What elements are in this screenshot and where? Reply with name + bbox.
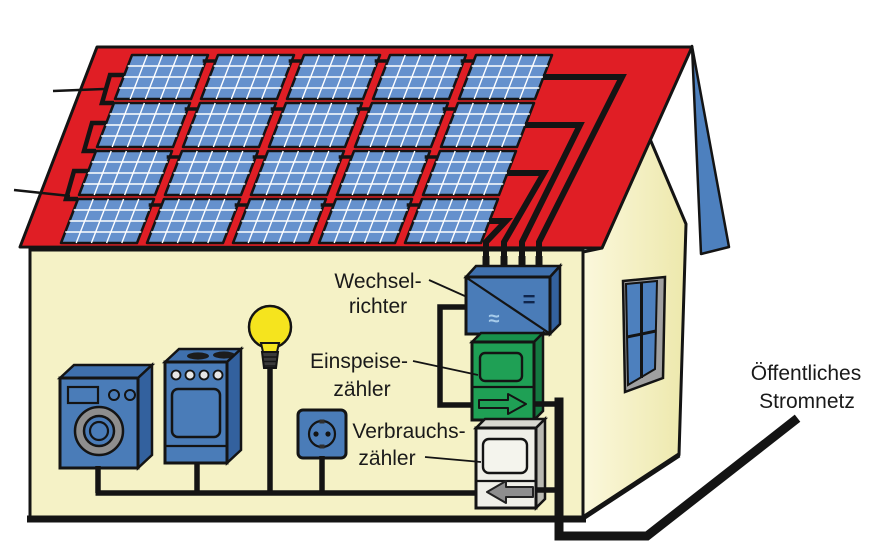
power-socket-hole bbox=[325, 431, 331, 437]
interior-bus-wire bbox=[95, 367, 477, 496]
back-roof-slope bbox=[690, 44, 731, 256]
feed-in-meter-label-line1: Einspeise- bbox=[310, 350, 408, 373]
consumption-meter-label-line2: zähler bbox=[358, 447, 415, 470]
washing-machine-display bbox=[66, 385, 100, 405]
consumption-meter-display bbox=[481, 437, 529, 475]
washing-machine-side bbox=[136, 362, 154, 471]
stove-oven-door bbox=[170, 387, 222, 439]
solar-panel-grid bbox=[169, 150, 254, 196]
string-jog-row2-row3 bbox=[81, 120, 106, 154]
public-grid-wire bbox=[554, 397, 801, 541]
washing-machine-door-center bbox=[88, 420, 110, 442]
light-bulb-base bbox=[260, 351, 280, 369]
solar-panel-grid bbox=[255, 150, 340, 196]
power-socket-well bbox=[307, 419, 337, 449]
labels: Wechsel- richter Einspeise- zähler Verbr… bbox=[310, 270, 861, 470]
stove-knob bbox=[184, 369, 196, 381]
stove bbox=[161, 346, 245, 466]
inverter-callout-line bbox=[428, 279, 468, 298]
string-jog-row3-row4 bbox=[63, 168, 88, 202]
gable-bottom-edge bbox=[581, 452, 681, 521]
inverter-terminal bbox=[500, 256, 508, 267]
inverter-diagonal bbox=[466, 277, 550, 334]
inverter-label-line2: richter bbox=[349, 295, 407, 318]
stove-burner bbox=[213, 351, 235, 359]
feed-in-meter-label-line2: zähler bbox=[333, 378, 390, 401]
string-jog-row1-row2 bbox=[99, 72, 124, 106]
dc-wire-row3 bbox=[501, 170, 550, 264]
stove-knob bbox=[212, 369, 224, 381]
solar-panel-grid bbox=[187, 102, 272, 148]
inverter-terminal bbox=[518, 256, 526, 267]
solar-panel-grid bbox=[445, 102, 530, 148]
feed-in-meter-display bbox=[478, 351, 524, 383]
stove-side bbox=[225, 346, 243, 466]
light-bulb bbox=[247, 304, 293, 369]
solar-panel-grid bbox=[101, 102, 186, 148]
washing-machine bbox=[56, 362, 156, 471]
string-edge-wire-bottom bbox=[13, 188, 71, 198]
solar-panel-grid bbox=[463, 54, 548, 100]
public-grid-label-line1: Öffentliches bbox=[751, 362, 862, 385]
inverter-ac-symbol: ≈ bbox=[489, 308, 500, 330]
washing-machine-knob bbox=[108, 389, 120, 401]
grid-connection-line bbox=[534, 397, 801, 541]
solar-panel-grid bbox=[151, 198, 236, 244]
dc-wire-row2 bbox=[519, 122, 585, 264]
dc-wire-row4 bbox=[483, 218, 513, 264]
solar-panel-grid bbox=[341, 150, 426, 196]
stove-knob bbox=[198, 369, 210, 381]
solar-panel-grid bbox=[119, 54, 204, 100]
solar-panel-grid bbox=[237, 198, 322, 244]
solar-panel-grid bbox=[291, 54, 376, 100]
solar-panel-grid bbox=[409, 198, 494, 244]
public-grid-label-line2: Stromnetz bbox=[759, 390, 855, 413]
solar-panel-grid bbox=[83, 150, 168, 196]
solar-panel-grid bbox=[377, 54, 462, 100]
power-socket-earth-tab bbox=[319, 419, 325, 424]
light-bulb-neck bbox=[259, 342, 281, 353]
dc-wire-row1 bbox=[536, 74, 627, 264]
callout-lines bbox=[412, 279, 482, 463]
solar-panel-grid bbox=[273, 102, 358, 148]
feed-in-meter bbox=[468, 329, 547, 424]
inverter-dc-symbol: = bbox=[523, 287, 536, 312]
consumption-meter-callout-line bbox=[424, 456, 482, 463]
solar-panel-grid bbox=[427, 150, 512, 196]
power-socket bbox=[296, 408, 348, 460]
power-socket-earth-tab bbox=[319, 444, 325, 449]
dc-wires bbox=[483, 74, 627, 264]
consumption-arrow-left-icon bbox=[486, 480, 534, 504]
inverter: ≈ = bbox=[463, 256, 563, 338]
window bbox=[621, 275, 667, 394]
consumption-meter bbox=[472, 415, 549, 512]
stove-burner bbox=[187, 352, 209, 360]
power-socket-hole bbox=[313, 431, 319, 437]
washing-machine-top bbox=[56, 363, 156, 380]
inverter-label-line1: Wechsel- bbox=[334, 270, 421, 293]
light-bulb-glass bbox=[247, 304, 293, 350]
string-wires bbox=[13, 72, 124, 202]
consumption-meter-label-line1: Verbrauchs- bbox=[352, 420, 465, 443]
solar-panel-grid bbox=[65, 198, 150, 244]
string-edge-wire-top bbox=[52, 87, 105, 93]
light-bulb-base-ridges bbox=[262, 356, 278, 367]
inverter-top bbox=[463, 264, 563, 279]
inverter-terminal bbox=[482, 256, 490, 267]
solar-panel-grid bbox=[323, 198, 408, 244]
feed-in-arrow-right-icon bbox=[478, 393, 527, 415]
stove-knob bbox=[170, 369, 182, 381]
window-mullion-horizontal bbox=[626, 329, 657, 339]
feed-in-meter-callout-line bbox=[412, 360, 479, 376]
solar-panel-grid bbox=[359, 102, 444, 148]
solar-panel-array bbox=[59, 53, 554, 245]
washing-machine-knob bbox=[124, 389, 136, 401]
inverter-to-feed-meter-wire bbox=[437, 304, 471, 408]
solar-panel-grid bbox=[205, 54, 290, 100]
inverter-terminal bbox=[535, 256, 543, 267]
